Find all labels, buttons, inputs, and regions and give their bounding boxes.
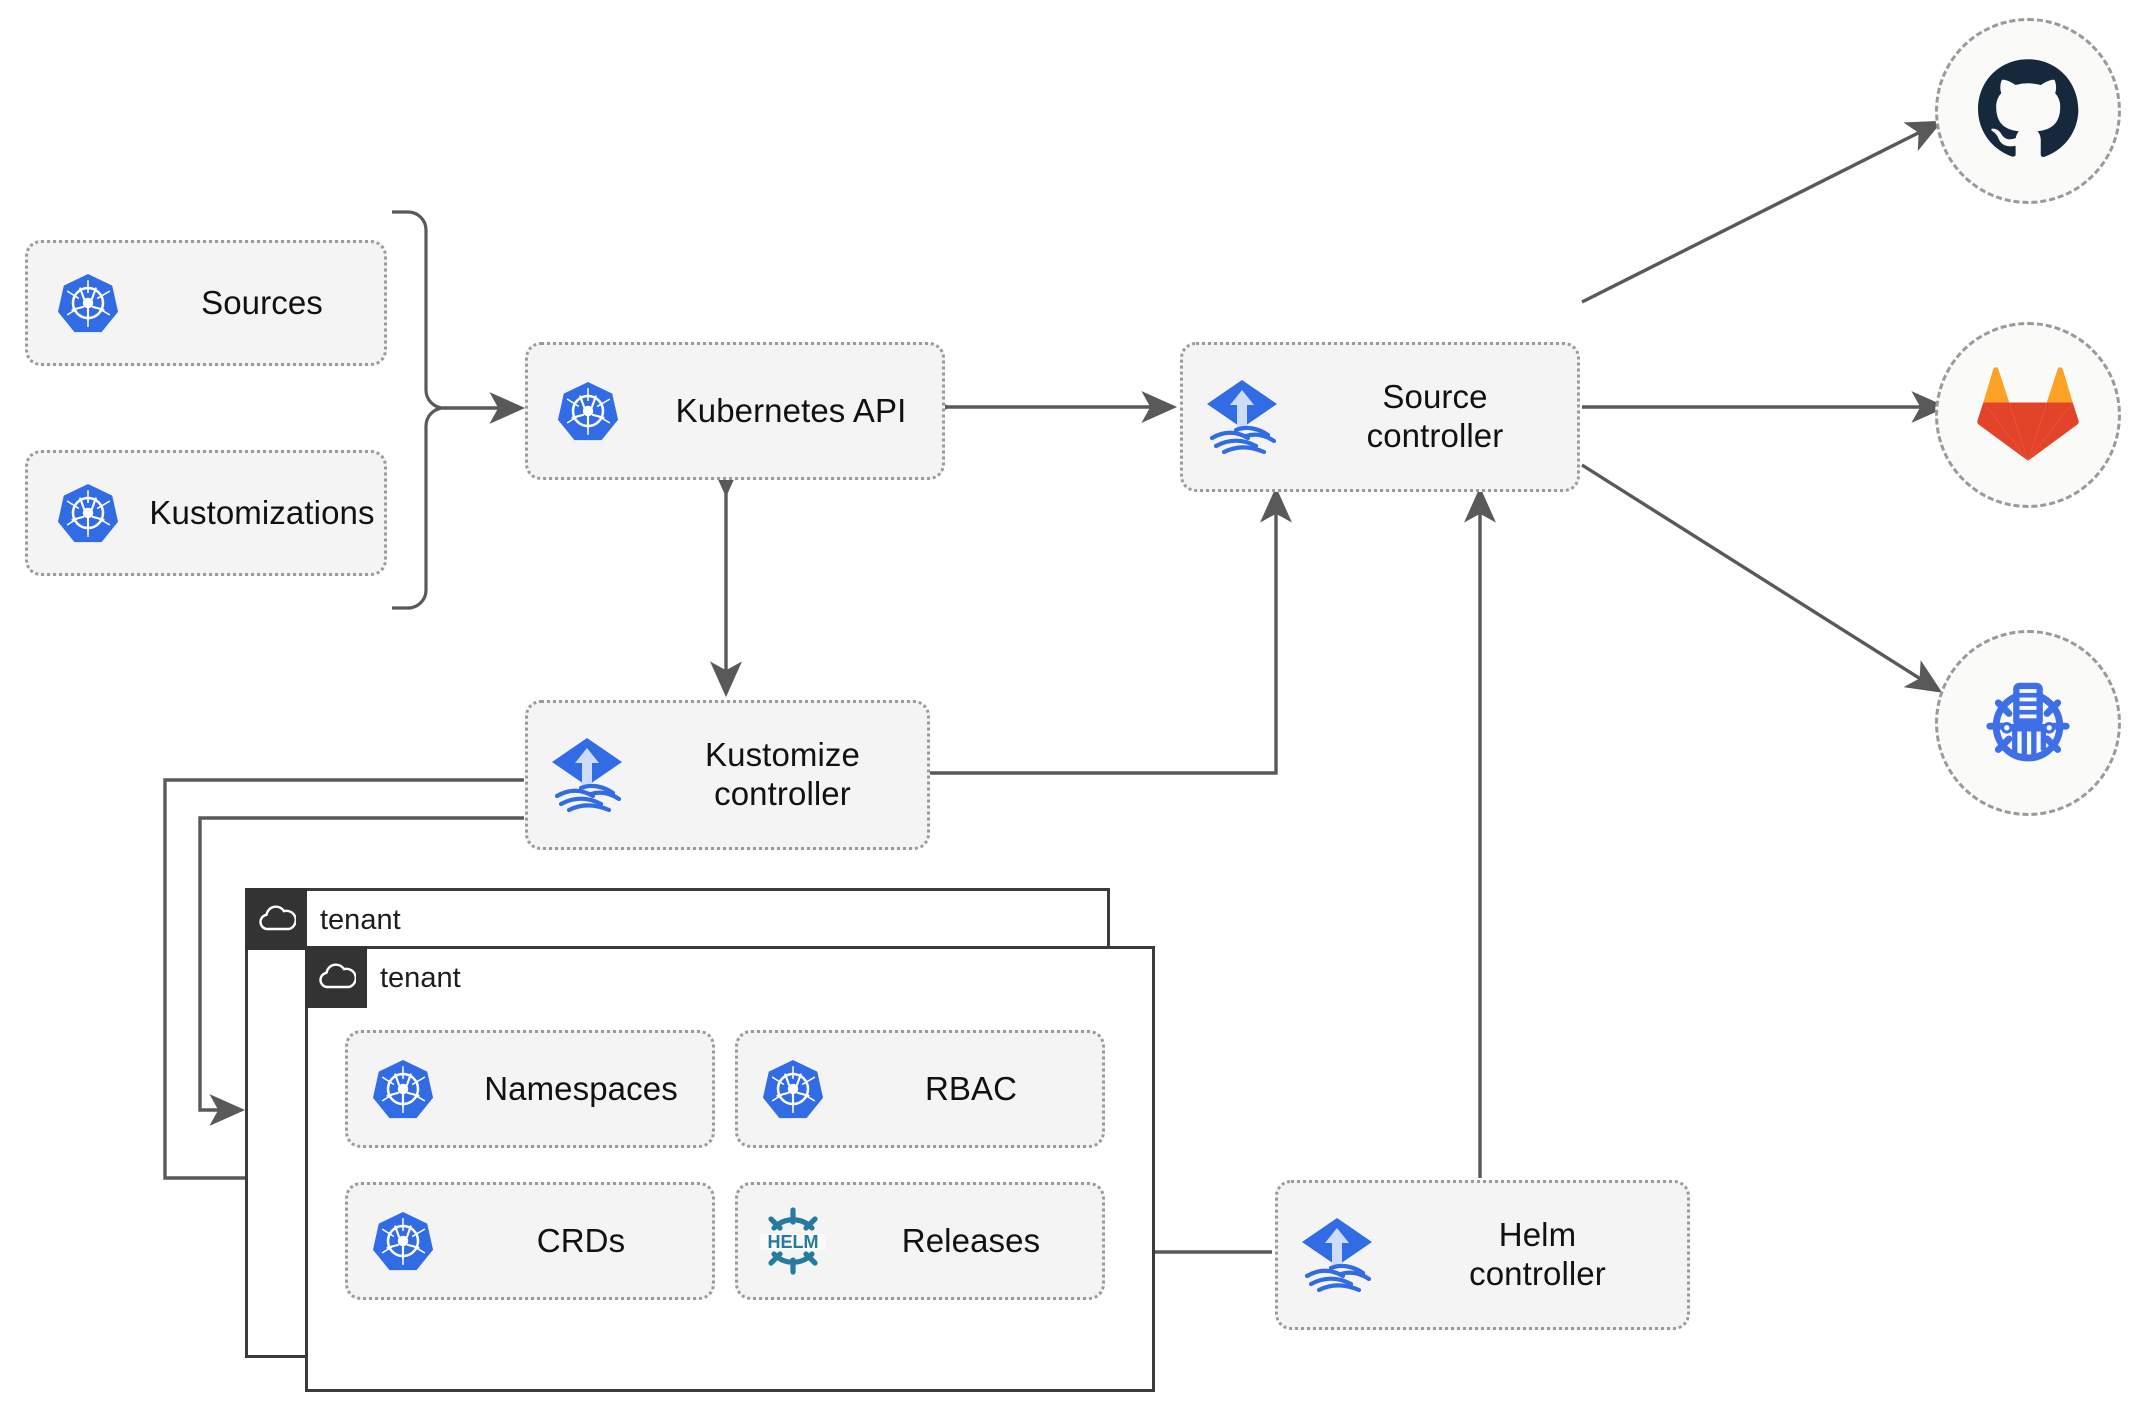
- node-label: Kustomize controller: [646, 736, 927, 814]
- node-label: Releases: [901, 1221, 1041, 1259]
- node-sources[interactable]: Sources: [25, 240, 387, 366]
- tenant-inner[interactable]: tenant: [305, 946, 1155, 1392]
- node-label: Source controller: [1301, 378, 1577, 456]
- node-crds[interactable]: CRDs: [345, 1182, 715, 1300]
- node-helm-controller[interactable]: Helm controller: [1275, 1180, 1690, 1330]
- kubernetes-icon: [28, 272, 148, 334]
- node-kustomizations[interactable]: Kustomizations: [25, 450, 387, 576]
- provider-helm-charts[interactable]: [1935, 630, 2121, 816]
- kubernetes-icon: [738, 1058, 848, 1120]
- helm-charts-icon: [1986, 682, 2070, 762]
- cloud-icon: [305, 946, 367, 1008]
- node-label-line2: controller: [714, 775, 851, 812]
- flux-icon: [1278, 1216, 1396, 1294]
- node-label: CRDs: [536, 1221, 626, 1259]
- node-label: Sources: [201, 283, 323, 321]
- kubernetes-icon: [348, 1058, 458, 1120]
- svg-text:HELM: HELM: [768, 1232, 819, 1252]
- node-label-line1: Helm: [1498, 1216, 1577, 1254]
- flux-icon: [1183, 378, 1301, 456]
- provider-gitlab[interactable]: [1935, 322, 2121, 508]
- node-label: Kubernetes API: [675, 391, 907, 429]
- node-label-line2: controller: [1366, 417, 1504, 454]
- flux-icon: [528, 736, 646, 814]
- kubernetes-icon: [348, 1210, 458, 1272]
- node-label: Namespaces: [484, 1069, 678, 1107]
- kubernetes-icon: [28, 482, 148, 544]
- node-kubernetes-api[interactable]: Kubernetes API: [525, 342, 945, 480]
- node-releases[interactable]: HELM Releases: [735, 1182, 1105, 1300]
- node-label: RBAC: [924, 1069, 1018, 1107]
- node-label-line2: controller: [1469, 1255, 1606, 1292]
- node-label: Helm controller: [1396, 1216, 1687, 1294]
- gitlab-icon: [1977, 367, 2079, 461]
- node-kustomize-controller[interactable]: Kustomize controller: [525, 700, 930, 850]
- provider-github[interactable]: [1935, 18, 2121, 204]
- node-label-line1: Source: [1382, 378, 1488, 416]
- node-rbac[interactable]: RBAC: [735, 1030, 1105, 1148]
- node-source-controller[interactable]: Source controller: [1180, 342, 1580, 492]
- tenant-label: tenant: [320, 904, 401, 936]
- helm-icon: HELM: [738, 1204, 848, 1278]
- cloud-icon: [245, 888, 307, 950]
- github-icon: [1978, 59, 2079, 157]
- node-namespaces[interactable]: Namespaces: [345, 1030, 715, 1148]
- node-label: Kustomizations: [149, 493, 375, 531]
- tenant-label: tenant: [380, 962, 461, 994]
- node-label-line1: Kustomize: [705, 736, 860, 774]
- kubernetes-icon: [528, 380, 648, 442]
